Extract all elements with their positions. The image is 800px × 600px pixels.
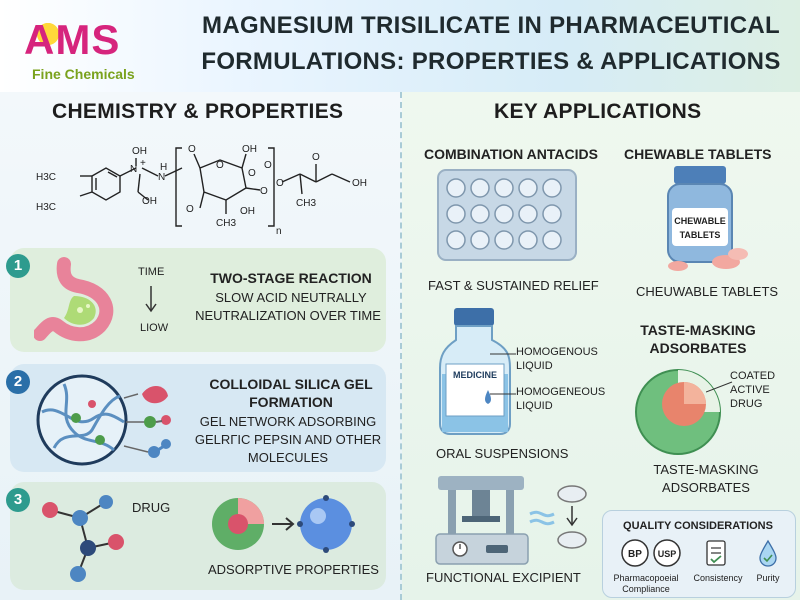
taste-caption-2: ADSORBATES xyxy=(662,480,750,495)
stomach-icon xyxy=(34,257,114,342)
title-line-1: MAGNESIUM TRISILICATE IN PHARMACEUTICAL xyxy=(202,12,780,39)
checklist-icon xyxy=(706,540,726,566)
coated-pointer xyxy=(706,381,733,393)
gel-network-icon xyxy=(36,374,171,466)
label-o-5: O xyxy=(186,204,194,215)
label-o-1: O xyxy=(188,144,196,155)
compliance-label: Compliance xyxy=(622,584,670,594)
coated-label-1: COATED xyxy=(730,370,776,382)
bp-badge-icon: BP xyxy=(621,539,649,567)
pill-bottle-icon: CHEWABLE TABLETS xyxy=(667,166,748,271)
two-stage-desc-2: NEUTRALIZATION OVER TIME xyxy=(195,308,381,323)
label-o-8: O xyxy=(264,160,272,171)
pointer-lines xyxy=(490,353,516,395)
molecule-icon xyxy=(42,495,124,582)
label-n-sub: n xyxy=(276,226,282,237)
step-badge-2: 2 xyxy=(6,370,30,394)
label-o-2: O xyxy=(216,160,224,171)
label-oh-2: OH xyxy=(142,196,157,207)
step-badge-3: 3 xyxy=(6,488,30,512)
label-ch3-2: CH3 xyxy=(296,198,316,209)
two-stage-desc-1: SLOW ACID NEUTRALLY xyxy=(215,290,367,305)
page-title: MAGNESIUM TRISILICATE IN PHARMACEUTICAL … xyxy=(196,8,786,80)
label-o-3: O xyxy=(248,168,256,179)
bp-text: BP xyxy=(628,549,642,560)
label-n-1: N xyxy=(130,164,137,175)
low-label: LIOW xyxy=(140,322,169,334)
chemistry-heading: CHEMISTRY & PROPERTIES xyxy=(52,100,344,123)
chewable-caption: CHEUWABLE TABLETS xyxy=(636,284,779,299)
taste-title-2: ADSORBATES xyxy=(649,340,747,356)
usp-badge-icon: USP xyxy=(653,539,681,567)
arrow-down-icon xyxy=(145,286,157,313)
combo-caption: FAST & SUSTAINED RELIEF xyxy=(428,278,599,293)
usp-text: USP xyxy=(658,549,677,559)
logo-brand: AMS xyxy=(24,16,121,63)
time-label: TIME xyxy=(138,266,165,278)
title-line-2: FORMULATIONS: PROPERTIES & APPLICATIONS xyxy=(201,48,781,75)
chewable-title: CHEWABLE TABLETS xyxy=(624,146,772,162)
label-oh-3: OH xyxy=(242,144,257,155)
bottle-label-2: TABLETS xyxy=(680,230,721,240)
label-h3c-1: H3C xyxy=(36,172,56,183)
medicine-bottle-icon: MEDICINE xyxy=(439,308,511,435)
label-o-4: O xyxy=(260,186,268,197)
purity-label: Purity xyxy=(756,573,780,583)
colloidal-title-2: FORMATION xyxy=(249,394,333,410)
chemical-structure: OH N + N H H3C H3C OH O O OH O O O CH3 O… xyxy=(36,144,367,237)
homog-label-1b: LIQUID xyxy=(516,360,553,372)
colloidal-title-1: COLLOIDAL SILICA GEL xyxy=(209,376,373,392)
medicine-label: MEDICINE xyxy=(453,370,497,380)
suspension-caption: ORAL SUSPENSIONS xyxy=(436,446,569,461)
header: AMS Fine Chemicals MAGNESIUM TRISILICATE… xyxy=(0,0,800,93)
bottle-label-1: CHEWABLE xyxy=(674,216,726,226)
adsorption-icon xyxy=(212,495,355,553)
sun-icon xyxy=(28,10,68,50)
homog-label-2a: HOMOGENEOUS xyxy=(516,386,606,398)
excipient-caption: FUNCTIONAL EXCIPIENT xyxy=(426,570,581,585)
label-oh-1: OH xyxy=(132,146,147,157)
applications-heading: KEY APPLICATIONS xyxy=(494,100,702,123)
taste-title-1: TASTE-MASKING xyxy=(640,322,756,338)
two-stage-title: TWO-STAGE REACTION xyxy=(210,270,372,286)
coated-drug-icon xyxy=(635,369,721,455)
step-badge-1: 1 xyxy=(6,254,30,278)
colloidal-desc-2: GELRΓIC PEPSIN AND OTHER xyxy=(194,432,382,447)
blister-pack-icon xyxy=(437,169,577,261)
label-oh-4: OH xyxy=(240,206,255,217)
label-oh-5: OH xyxy=(352,178,367,189)
quality-title: QUALITY CONSIDERATIONS xyxy=(623,520,773,532)
logo-subtitle: Fine Chemicals xyxy=(32,66,135,82)
label-h3c-2: H3C xyxy=(36,202,56,213)
label-h-1: H xyxy=(160,162,167,173)
tablet-press-icon xyxy=(435,476,587,565)
ams-logo: AMS Fine Chemicals xyxy=(10,10,170,85)
label-o-7: O xyxy=(312,152,320,163)
consistency-label: Consistency xyxy=(693,573,743,583)
coated-label-2: ACTIVE xyxy=(730,384,770,396)
label-ch3-1: CH3 xyxy=(216,218,236,229)
drug-label: DRUG xyxy=(132,500,171,515)
pharmacopoeial-label: Pharmacopoeial xyxy=(613,573,679,583)
homog-label-1a: HOMOGENOUS xyxy=(516,346,598,358)
label-o-6: O xyxy=(276,178,284,189)
homog-label-2b: LIQUID xyxy=(516,400,553,412)
colloidal-desc-3: MOLECULES xyxy=(247,450,329,465)
droplet-icon xyxy=(759,539,777,567)
coated-label-3: DRUG xyxy=(730,398,763,410)
taste-caption-1: TASTE-MASKING xyxy=(653,462,759,477)
label-n-2: N xyxy=(158,172,165,183)
label-plus: + xyxy=(140,158,146,169)
colloidal-desc-1: GEL NETWORK ADSORBING xyxy=(199,414,377,429)
adsorptive-desc: ADSORPTIVE PROPERTIES xyxy=(208,562,379,577)
combo-title: COMBINATION ANTACIDS xyxy=(424,146,598,162)
